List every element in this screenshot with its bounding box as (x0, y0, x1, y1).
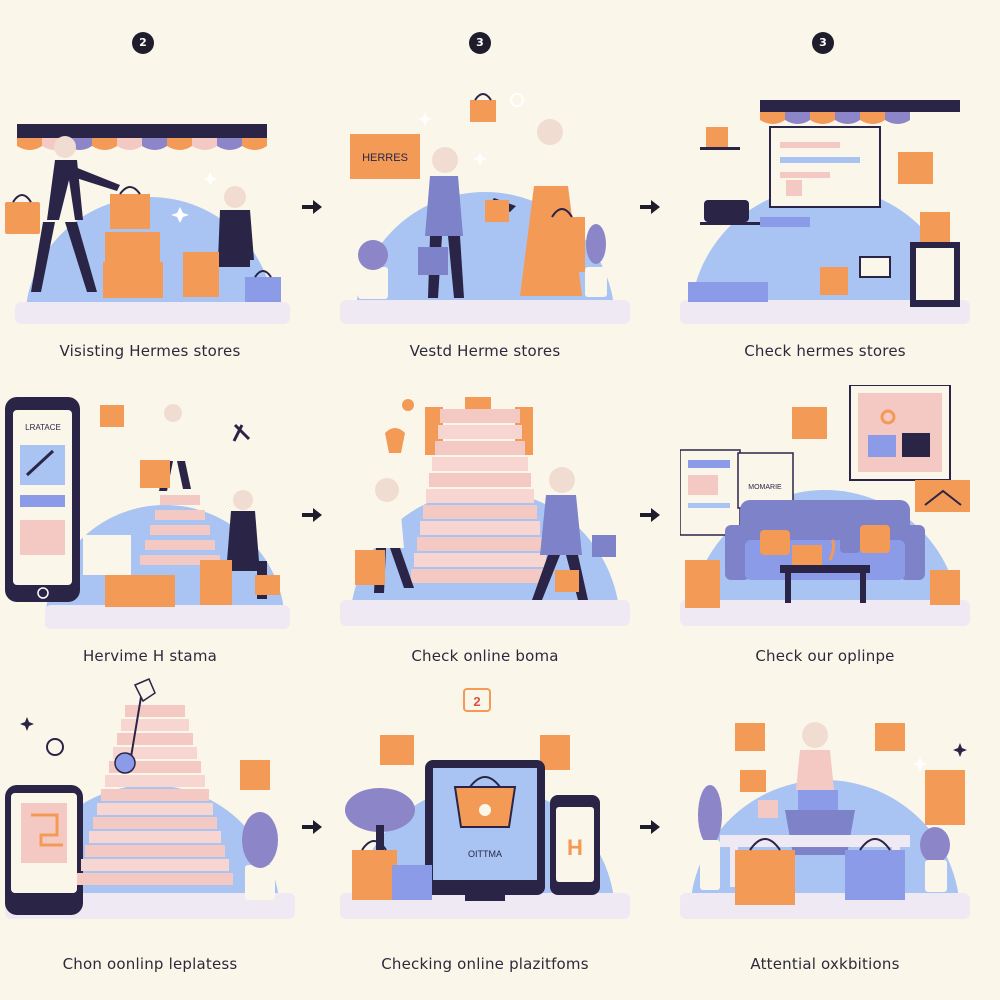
living-room-illustration: MOMARIE (680, 385, 970, 626)
panel-caption: Check online boma (411, 647, 559, 665)
shop-assistant-illustration: HERRES (340, 93, 630, 324)
arrow-right-icon (302, 200, 322, 214)
arrow-right-icon (640, 200, 660, 214)
arrow-right-icon (640, 820, 660, 834)
panel-caption: Visisting Hermes stores (59, 342, 241, 360)
poster-text: MOMARIE (748, 484, 782, 491)
panel-caption: Chon oonlinp leplatess (62, 955, 238, 973)
exhibition-illustration (680, 722, 970, 919)
panel-caption: Attential oxkbitions (750, 955, 900, 973)
phone-screen-text: LRATACE (25, 423, 61, 432)
phone-and-stairs-illustration: LRATACE (5, 397, 290, 629)
store-visit-illustration (5, 124, 290, 324)
arrow-right-icon (302, 508, 322, 522)
awning (17, 124, 267, 150)
panel-online-platforms: 2 OITTMA H Checking online plazitfoms (340, 675, 630, 995)
store-sign-text: HERRES (362, 152, 408, 164)
store-shelf-illustration (680, 100, 970, 324)
panel-caption: Check hermes stores (744, 342, 906, 360)
panel-visiting-stores: Visisting Hermes stores (5, 72, 295, 392)
panel-exhibitions: Attential oxkbitions (680, 675, 970, 995)
arrow-right-icon (640, 508, 660, 522)
panel-caption: Checking online plazitfoms (381, 955, 589, 973)
phone-staircase-illustration (5, 678, 295, 919)
arrow-right-icon (302, 820, 322, 834)
tablet-screen-text: OITTMA (468, 849, 502, 859)
panel-check-online: Check online boma (340, 385, 630, 705)
phone-letter: H (567, 835, 583, 860)
step-number-badge: 3 (469, 32, 491, 54)
panel-caption: Hervime H stama (82, 647, 218, 665)
step-number-badge: 2 (132, 32, 154, 54)
awning (760, 100, 960, 124)
panel-hervime-stama: LRATACE Hervime H stama (5, 385, 295, 705)
badge-number: 2 (473, 694, 480, 709)
panel-vestd-stores: HERRES Vestd Herme stores (340, 72, 630, 392)
staircase-illustration (340, 397, 630, 626)
step-number-badge: 3 (812, 32, 834, 54)
panel-check-stores: Check hermes stores (680, 72, 970, 392)
panel-caption: Check our oplinpe (755, 647, 895, 665)
staircase (411, 409, 549, 583)
panel-caption: Vestd Herme stores (409, 342, 561, 360)
panel-check-our-online: MOMARIE Check our oplinpe (680, 385, 970, 705)
panel-online-leplatess: Chon oonlinp leplatess (5, 675, 295, 995)
online-platforms-illustration: 2 OITTMA H (340, 688, 630, 919)
